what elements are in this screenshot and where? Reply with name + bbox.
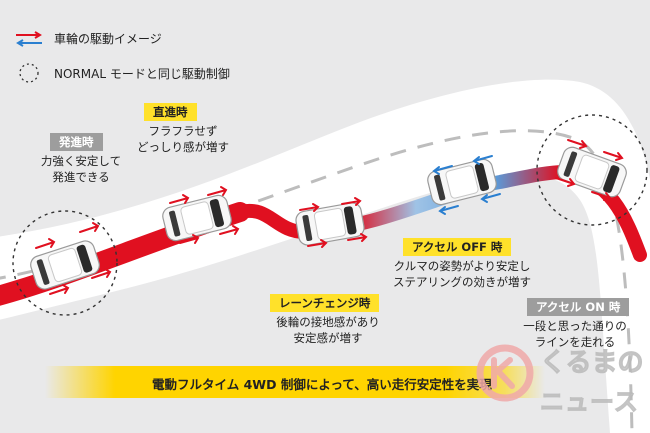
- stage-lane-change-desc-line1: 後輪の接地感があり: [276, 315, 380, 329]
- stage-start-desc: 力強く安定して 発進できる: [19, 153, 143, 185]
- wheel-arrows-accel-off: [432, 155, 501, 215]
- car-accel-on: [557, 146, 627, 198]
- stage-accel-on-desc: 一段と思った通りの ラインを走れる: [506, 318, 644, 350]
- dashed-circle-icon: [19, 63, 39, 83]
- car-accel-off: [427, 158, 497, 206]
- wheel-arrows-start: [35, 222, 112, 295]
- watermark-line1: くるまの: [539, 348, 644, 379]
- car-lane-change: [295, 202, 365, 246]
- stage-accel-on-desc-line2: ラインを走れる: [534, 335, 616, 349]
- stage-accel-off-label: アクセル OFF 時: [403, 238, 512, 256]
- stage-straight-desc-line1: フラフラせず: [148, 124, 218, 138]
- stage-lane-change-desc: 後輪の接地感があり 安定感が増す: [253, 314, 403, 346]
- wheel-arrows-lane-change: [299, 197, 368, 248]
- stage-straight-desc-line2: どっしり感が増す: [137, 140, 229, 154]
- stage-lane-change-desc-line2: 安定感が増す: [293, 331, 363, 345]
- normal-mode-circle-accel-on: [536, 114, 648, 226]
- stage-straight-desc: フラフラせず どっしり感が増す: [128, 123, 238, 155]
- drive-trail-lane-change: [233, 165, 572, 240]
- watermark-line2: ニュース: [540, 388, 639, 417]
- stage-lane-change-label: レーンチェンジ時: [270, 294, 380, 312]
- kurumanonews-watermark: くるまの ニュース: [476, 342, 646, 432]
- normal-mode-circle-start: [12, 210, 118, 316]
- car-start: [30, 240, 100, 290]
- stage-accel-off-desc-line2: ステアリングの効きが増す: [393, 275, 531, 289]
- wheel-arrows-straight: [169, 186, 240, 244]
- stage-accel-on-label: アクセル ON 時: [527, 298, 630, 316]
- legend-drive-arrows: 車輪の駆動イメージ: [14, 30, 162, 47]
- legend-drive-label: 車輪の駆動イメージ: [54, 32, 162, 46]
- car-straight: [162, 194, 232, 242]
- legend-normal-mode: NORMAL モードと同じ駆動制御: [14, 62, 230, 84]
- stage-accel-on-desc-line1: 一段と思った通りの: [523, 319, 627, 333]
- stage-accel-off-desc: クルマの姿勢がより安定し ステアリングの効きが増す: [376, 258, 548, 290]
- stage-start-desc-line2: 発進できる: [52, 170, 110, 184]
- watermark-k-icon: [476, 344, 534, 402]
- wheel-arrows-accel-on: [555, 139, 624, 201]
- stage-start-label: 発進時: [50, 133, 103, 151]
- summary-banner-text: 電動フルタイム 4WD 制御によって、高い走行安定性を実現: [152, 377, 492, 392]
- summary-banner-bg: [45, 366, 545, 398]
- stage-accel-off-desc-line1: クルマの姿勢がより安定し: [393, 259, 531, 273]
- stage-straight-label: 直進時: [144, 103, 197, 121]
- drive-arrows-icon: [16, 30, 42, 47]
- stage-start-desc-line1: 力強く安定して: [40, 154, 122, 168]
- legend-normal-label: NORMAL モードと同じ駆動制御: [54, 66, 230, 81]
